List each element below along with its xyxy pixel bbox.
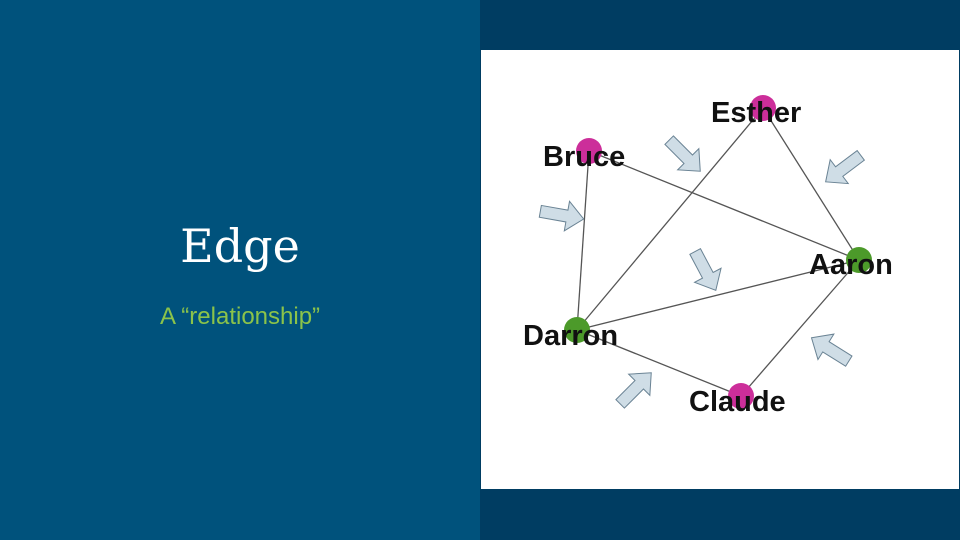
node-darron [564,317,590,343]
edge-claude-aaron [740,259,860,397]
callout-arrow-icon [615,372,652,409]
node-label-darron: Darron [523,320,618,352]
slide-title: Edge [180,219,300,273]
node-bruce [576,138,602,164]
callout-arrow-icon [810,333,853,367]
slide-subtitle: A “relationship” [159,303,321,330]
callout-arrow-icon [689,247,722,291]
edge-bruce-darron [576,150,590,331]
edge-esther-darron [576,107,764,331]
node-label-aaron: Aaron [809,249,893,281]
callout-arrow-icon [538,200,585,232]
callout-arrow-icon [825,149,866,185]
callout-arrow-icon [664,135,701,172]
edge-darron-aaron [576,259,860,331]
slide-left-panel: Edge A “relationship” [159,219,321,330]
edge-esther-aaron [762,107,860,261]
node-label-claude: Claude [689,386,786,418]
node-aaron [846,247,872,273]
node-esther [750,95,776,121]
edge-darron-claude [576,329,742,397]
node-label-bruce: Bruce [543,141,625,173]
edge-bruce-aaron [588,150,860,261]
node-label-esther: Esther [711,97,801,129]
node-claude [728,383,754,409]
